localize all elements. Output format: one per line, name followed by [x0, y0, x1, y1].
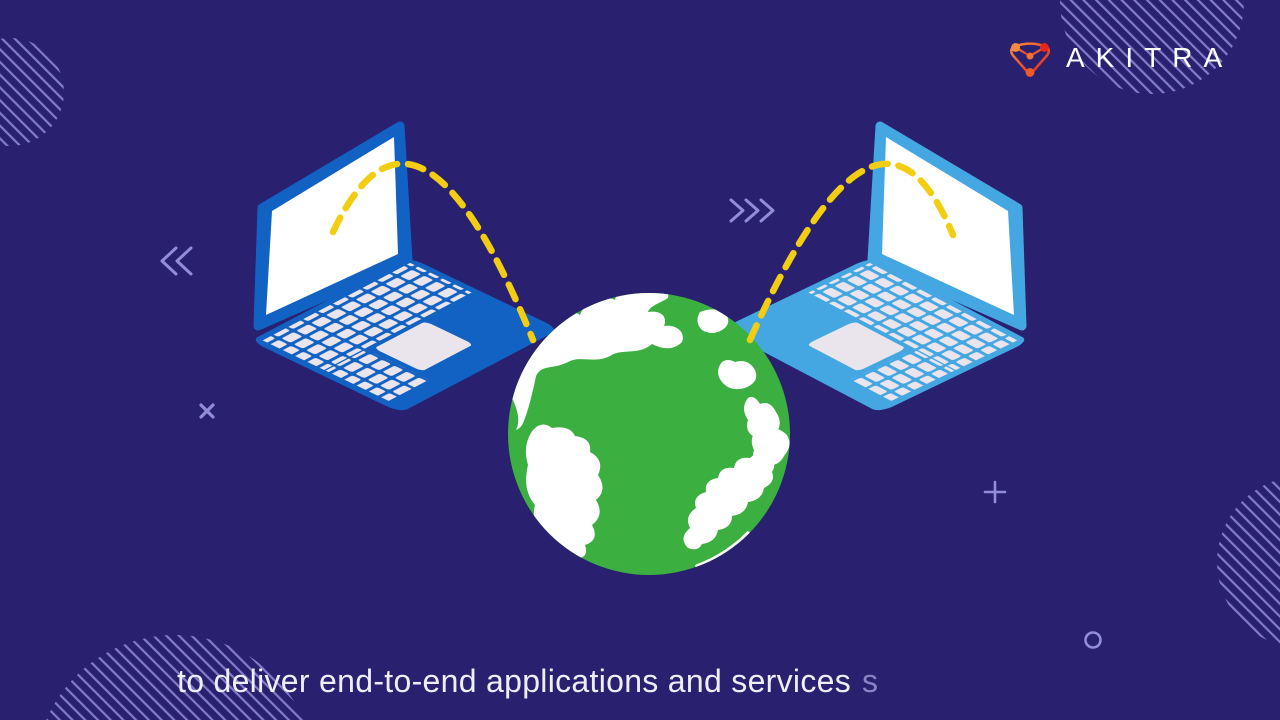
caption-typed-text: to deliver end-to-end applications and s…: [177, 663, 852, 699]
left-laptop-trackpad: [376, 322, 472, 371]
stripe-circle-top-left: [0, 38, 64, 146]
cross-icon: [199, 403, 215, 419]
connection-arc-right: [746, 160, 957, 344]
stripe-circle-top-right: [1060, 0, 1244, 94]
continent: [718, 360, 757, 390]
right-laptop-keyboard: [808, 262, 1018, 370]
left-laptop: [253, 121, 555, 411]
left-laptop-base: [255, 259, 555, 411]
caption-typing-text: s: [862, 663, 879, 699]
akitra-network-triangle-icon: [1009, 42, 1051, 77]
globe-rim-highlight: [695, 531, 750, 568]
circle-outline-icon: [1084, 631, 1102, 649]
continent: [525, 424, 603, 559]
stripe-circle-bottom-left: [46, 635, 304, 720]
double-chevron-left-icon: [160, 246, 193, 276]
connection-arc-left: [329, 160, 537, 344]
right-laptop-trackpad: [808, 322, 904, 371]
caption: to deliver end-to-end applications and s…: [177, 663, 878, 700]
brand-logo: AKITRA: [1006, 36, 1233, 80]
stripe-circle-bottom-right: [1217, 479, 1280, 645]
right-laptop-base: [725, 259, 1025, 411]
continent: [683, 453, 775, 550]
triple-chevron-right-icon: [729, 198, 775, 223]
left-laptop-keyboard: [262, 262, 472, 370]
brand-name: AKITRA: [1066, 42, 1234, 73]
continent: [697, 309, 729, 333]
plus-icon: [983, 480, 1007, 504]
